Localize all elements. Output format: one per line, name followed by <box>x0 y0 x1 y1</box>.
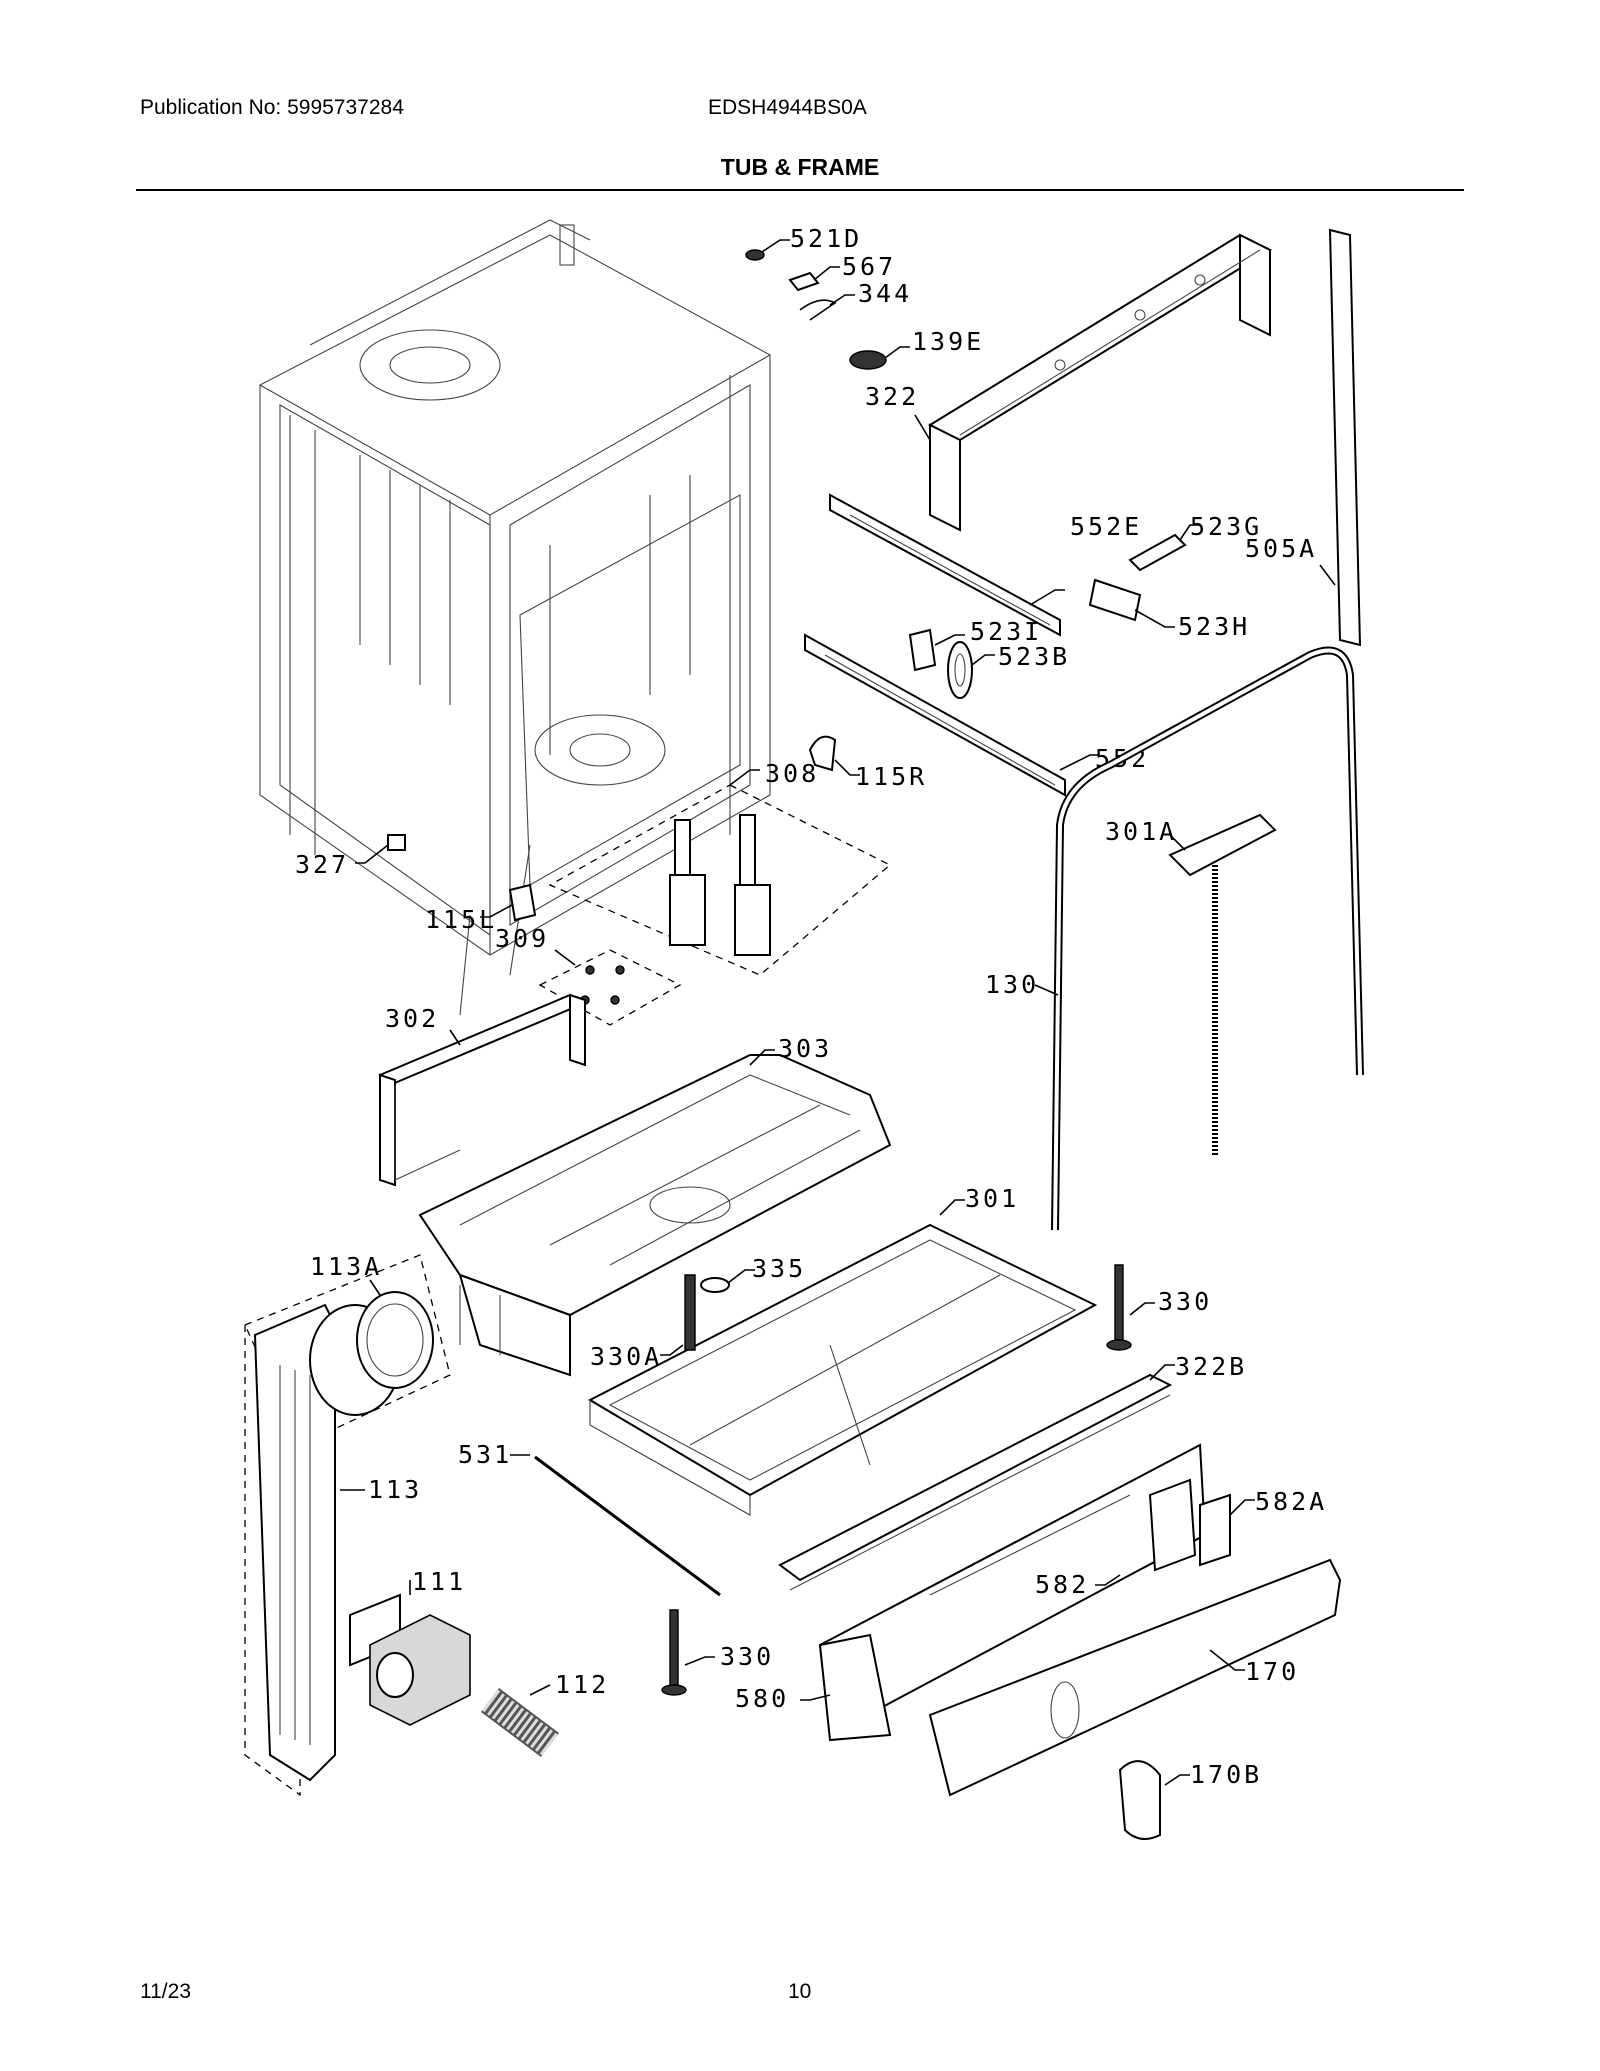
callout-327: 327 <box>295 850 349 879</box>
callout-301A: 301A <box>1105 817 1177 846</box>
callout-302: 302 <box>385 1004 439 1033</box>
footer-date: 11/23 <box>140 1980 191 2003</box>
part-115L <box>508 883 537 922</box>
callout-115L: 115L <box>425 905 497 934</box>
callout-523I: 523I <box>970 617 1042 646</box>
callout-531: 531 <box>458 1440 512 1469</box>
callout-552E: 552E <box>1070 512 1142 541</box>
exploded-parts-diagram: 521D 567 344 139E 322 505A 552E 552 <box>244 219 1364 1840</box>
parts-523 <box>808 533 1187 772</box>
callout-113: 113 <box>368 1475 422 1504</box>
callout-309: 309 <box>495 924 549 953</box>
leader-lines-170 <box>1164 1649 1245 1786</box>
callout-580: 580 <box>735 1684 789 1713</box>
small-top-parts <box>745 249 887 370</box>
hinges-308 <box>669 814 771 956</box>
callout-330A: 330A <box>590 1342 662 1371</box>
part-301A <box>1168 813 1277 1155</box>
callout-115R: 115R <box>855 762 927 791</box>
callout-113A: 113A <box>310 1252 382 1281</box>
kick-plate-170 <box>928 1558 1342 1840</box>
callout-505A: 505A <box>1245 534 1317 563</box>
page-number: 10 <box>788 1980 812 2003</box>
leader-lines-523 <box>834 524 1200 776</box>
section-title: TUB & FRAME <box>720 154 880 180</box>
fan-111 <box>349 1593 471 1726</box>
leader-lines-top <box>761 239 910 359</box>
bracket-302 <box>378 993 586 1187</box>
header-rule <box>136 189 1464 191</box>
rail-552 <box>804 633 1066 797</box>
box-113-edge <box>244 1325 301 1797</box>
callout-521D: 521D <box>790 224 862 253</box>
callout-322B: 322B <box>1175 1352 1247 1381</box>
hose-112 <box>481 1688 559 1757</box>
front-panel-580-582 <box>818 1443 1231 1742</box>
tub-assembly <box>259 219 771 1016</box>
housing-303 <box>418 1054 892 1377</box>
callout-335: 335 <box>752 1254 806 1283</box>
callout-303: 303 <box>778 1034 832 1063</box>
duct-113 <box>253 1291 434 1782</box>
callout-111: 111 <box>412 1567 466 1596</box>
callout-322: 322 <box>865 382 919 411</box>
callout-523G: 523G <box>1190 512 1262 541</box>
callout-170B: 170B <box>1190 1760 1262 1789</box>
callout-330-lower: 330 <box>720 1642 774 1671</box>
callout-139E: 139E <box>912 327 984 356</box>
screws-box-309 <box>538 949 682 1026</box>
hinge-group-box-308 <box>548 784 892 976</box>
model-number: EDSH4944BS0A <box>708 96 867 119</box>
base-frame-301 <box>587 1223 1098 1516</box>
leader-lines-330 <box>660 1269 1155 1666</box>
screws-309 <box>580 965 625 1005</box>
callout-523B: 523B <box>998 642 1070 671</box>
callout-301: 301 <box>965 1184 1019 1213</box>
callout-130: 130 <box>985 970 1039 999</box>
part-327 <box>387 834 406 851</box>
callout-582: 582 <box>1035 1570 1089 1599</box>
rail-552E <box>829 493 1061 637</box>
callout-308: 308 <box>765 759 819 788</box>
legs-330 <box>661 1264 1132 1696</box>
rod-531 <box>534 1455 721 1597</box>
callout-330: 330 <box>1158 1287 1212 1316</box>
frame-322B <box>778 1373 1173 1591</box>
callout-344: 344 <box>858 279 912 308</box>
callout-582A: 582A <box>1255 1487 1327 1516</box>
top-frame-322 <box>927 233 1273 532</box>
callout-523H: 523H <box>1178 612 1250 641</box>
callout-170: 170 <box>1245 1657 1299 1686</box>
gasket-130 <box>1051 646 1364 1231</box>
callout-567: 567 <box>842 252 896 281</box>
callout-112: 112 <box>555 1670 609 1699</box>
publication-number: Publication No: 5995737284 <box>140 96 404 119</box>
strip-505A <box>1328 228 1362 647</box>
leader-lines-580 <box>800 1499 1255 1701</box>
